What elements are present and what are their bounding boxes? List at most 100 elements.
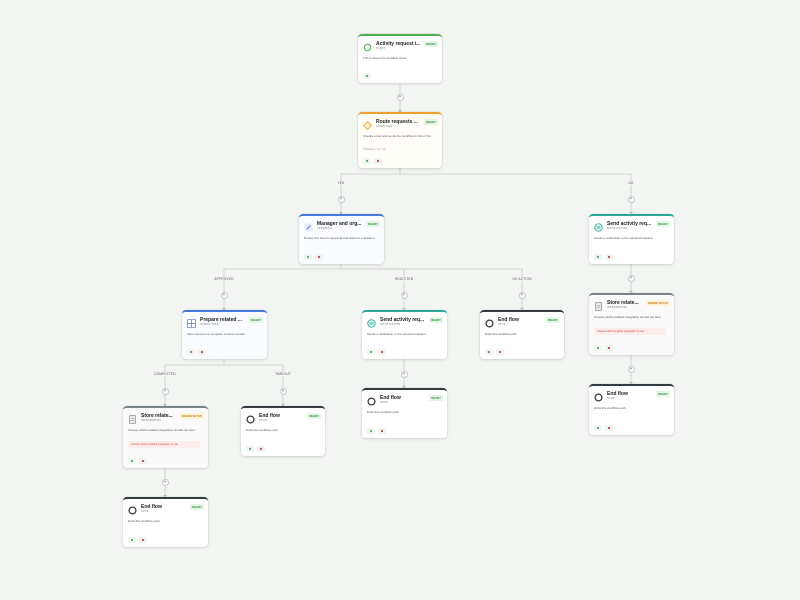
settings-button[interactable] bbox=[363, 158, 371, 164]
status-badge: READY bbox=[546, 317, 560, 323]
settings-button[interactable] bbox=[128, 458, 136, 464]
trash-icon bbox=[142, 538, 144, 542]
settings-button[interactable] bbox=[363, 73, 371, 79]
node-title: Route requests ... bbox=[376, 119, 418, 125]
node-title: End flow bbox=[498, 317, 519, 323]
gear-icon bbox=[130, 459, 134, 463]
delete-button[interactable] bbox=[605, 254, 613, 260]
settings-button[interactable] bbox=[594, 254, 602, 260]
settings-button[interactable] bbox=[594, 345, 602, 351]
delete-button[interactable] bbox=[605, 345, 613, 351]
trash-icon bbox=[381, 350, 383, 354]
settings-button[interactable] bbox=[594, 425, 602, 431]
delete-button[interactable] bbox=[496, 349, 504, 355]
node-store-integration-completed[interactable]: Store relate... INTEGRATION NEEDS SETUP … bbox=[123, 406, 208, 468]
node-title: End flow bbox=[259, 413, 280, 419]
add-step-button[interactable]: + bbox=[279, 387, 287, 395]
delete-button[interactable] bbox=[139, 537, 147, 543]
node-type: INTEGRATION bbox=[607, 306, 627, 309]
gear-icon bbox=[369, 429, 373, 433]
branch-label-no-action: NO ACTION bbox=[510, 277, 534, 281]
add-step-button[interactable]: + bbox=[220, 291, 228, 299]
settings-button[interactable] bbox=[304, 254, 312, 260]
add-step-button[interactable]: + bbox=[161, 387, 169, 395]
add-step-button[interactable]: + bbox=[396, 93, 404, 101]
add-step-button[interactable]: + bbox=[161, 478, 169, 486]
settings-button[interactable] bbox=[367, 428, 375, 434]
add-step-button[interactable]: + bbox=[627, 195, 635, 203]
gear-icon bbox=[369, 350, 373, 354]
node-prepare-task[interactable]: Prepare related ... HUMAN TASK READY Ask… bbox=[182, 310, 267, 359]
add-step-button[interactable]: + bbox=[337, 195, 345, 203]
status-badge: READY bbox=[424, 119, 438, 125]
node-type: STOP bbox=[607, 397, 615, 400]
delete-button[interactable] bbox=[198, 349, 206, 355]
gear-icon bbox=[596, 346, 600, 350]
node-end-flow-no-action[interactable]: End flow STOP READY Ends this workflow p… bbox=[480, 310, 564, 359]
node-end-flow-timeout[interactable]: End flow STOP READY Ends this workflow p… bbox=[241, 406, 325, 456]
gear-icon bbox=[365, 74, 369, 78]
node-description: Sends a notification to the selected rec… bbox=[367, 332, 427, 336]
node-send-notification-no[interactable]: Send activity req... NOTIFICATION READY … bbox=[589, 214, 674, 264]
delete-button[interactable] bbox=[257, 446, 265, 452]
status-badge: READY bbox=[307, 413, 321, 419]
add-step-button[interactable]: + bbox=[400, 370, 408, 378]
node-type: NOTIFICATION bbox=[380, 323, 401, 326]
node-title: End flow bbox=[141, 504, 162, 510]
trash-icon bbox=[608, 255, 610, 259]
add-step-button[interactable]: + bbox=[627, 365, 635, 373]
node-title: Send activity req... bbox=[607, 221, 652, 227]
stop-circle-icon bbox=[485, 319, 494, 328]
node-outcomes: Outcomes: Yes / No bbox=[363, 148, 386, 151]
node-end-flow-no[interactable]: End flow STOP READY Ends this workflow p… bbox=[589, 384, 674, 435]
gear-icon bbox=[487, 350, 491, 354]
status-badge: READY bbox=[424, 41, 438, 47]
delete-button[interactable] bbox=[378, 428, 386, 434]
gear-icon bbox=[130, 538, 134, 542]
node-title: Manager and org... bbox=[317, 221, 362, 227]
gear-icon bbox=[248, 447, 252, 451]
settings-button[interactable] bbox=[485, 349, 493, 355]
node-description: Asks someone to complete a follow-up tas… bbox=[187, 332, 246, 336]
branch-label-approved: APPROVED bbox=[212, 277, 236, 281]
trash-icon bbox=[201, 350, 203, 354]
delete-button[interactable] bbox=[605, 425, 613, 431]
settings-button[interactable] bbox=[246, 446, 254, 452]
node-description: Ends this workflow path. bbox=[128, 519, 161, 523]
node-start[interactable]: Activity request i... START READY This i… bbox=[358, 34, 442, 83]
delete-button[interactable] bbox=[139, 458, 147, 464]
add-step-button[interactable]: + bbox=[400, 291, 408, 299]
trash-icon bbox=[381, 429, 383, 433]
node-manager-approval[interactable]: Manager and org... APPROVAL READY Routes… bbox=[299, 214, 384, 264]
node-send-notification-rejected[interactable]: Send activity req... NOTIFICATION READY … bbox=[362, 310, 447, 359]
status-badge: NEEDS SETUP bbox=[646, 300, 670, 306]
node-type: STOP bbox=[380, 401, 388, 404]
node-type: APPROVAL bbox=[317, 227, 333, 230]
node-actions bbox=[187, 349, 206, 355]
settings-button[interactable] bbox=[128, 537, 136, 543]
settings-button[interactable] bbox=[187, 349, 195, 355]
node-description: Ends this workflow path. bbox=[246, 428, 279, 432]
node-store-integration-no[interactable]: Store relate... INTEGRATION NEEDS SETUP … bbox=[589, 293, 674, 355]
add-step-button[interactable]: + bbox=[627, 274, 635, 282]
status-badge: READY bbox=[656, 221, 670, 227]
settings-button[interactable] bbox=[367, 349, 375, 355]
add-step-button[interactable]: + bbox=[518, 291, 526, 299]
node-type: NOTIFICATION bbox=[607, 227, 628, 230]
delete-button[interactable] bbox=[374, 158, 382, 164]
node-description: This is where the workflow starts. bbox=[363, 56, 408, 60]
branch-label-yes: YES bbox=[336, 181, 346, 185]
node-description: Checks a rule and sends the workflow to … bbox=[363, 134, 432, 138]
delete-button[interactable] bbox=[378, 349, 386, 355]
node-route-condition[interactable]: Route requests ... CONDITION READY Check… bbox=[358, 112, 442, 168]
node-actions bbox=[304, 254, 323, 260]
node-end-flow-completed[interactable]: End flow STOP READY Ends this workflow p… bbox=[123, 497, 208, 547]
plus-icon: + bbox=[339, 195, 343, 202]
delete-button[interactable] bbox=[315, 254, 323, 260]
node-type: CONDITION bbox=[376, 125, 393, 128]
node-end-flow-rejected[interactable]: End flow STOP READY Ends this workflow p… bbox=[362, 388, 447, 438]
plus-icon: + bbox=[629, 195, 633, 202]
plus-icon: + bbox=[163, 478, 167, 485]
